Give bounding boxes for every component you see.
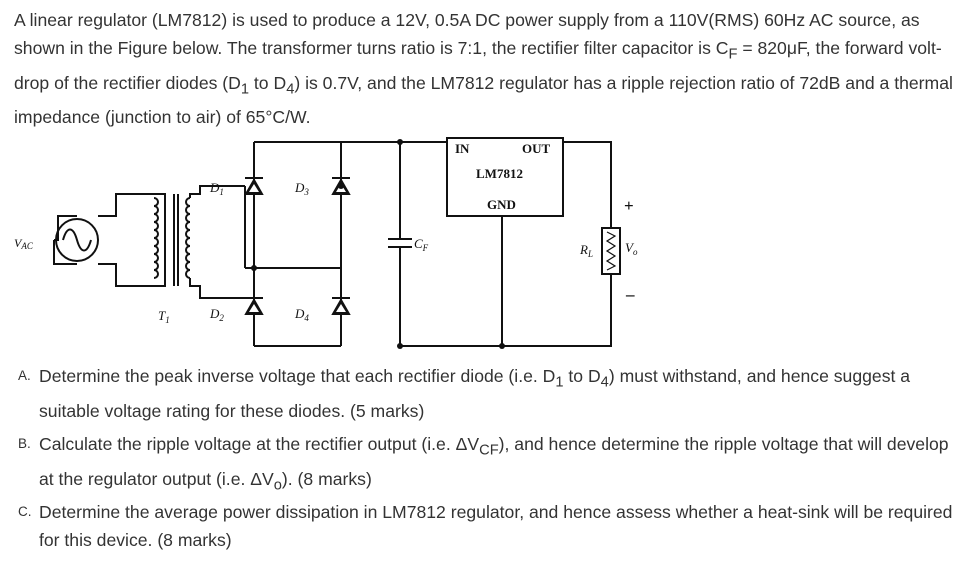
load-resistor: [601, 227, 621, 275]
plus-terminal-label: +: [624, 196, 634, 215]
circuit-diagram: VAC T1 D1 D2 D3 D4 CF IN OUT LM7812 GND …: [14, 137, 638, 349]
sine-wave-icon: [62, 228, 92, 252]
ac-source-symbol: [55, 218, 99, 262]
question-marker: B.: [18, 436, 31, 451]
regulator-box: [446, 137, 564, 217]
load-label: RL: [579, 242, 593, 259]
regulator-in-label: IN: [455, 141, 470, 156]
regulator-out-label: OUT: [522, 141, 551, 156]
question-b: B. Calculate the ripple voltage at the r…: [18, 430, 966, 499]
regulator-gnd-label: GND: [487, 197, 516, 212]
source-wire: [98, 193, 159, 217]
question-marker: C.: [18, 504, 32, 519]
ground-rail: [400, 274, 612, 347]
question-c: C. Determine the average power dissipati…: [18, 498, 966, 554]
diode-d3-label: D3: [294, 180, 309, 197]
question-a: A. Determine the peak inverse voltage th…: [18, 362, 966, 425]
secondary-coil: [185, 197, 191, 279]
output-voltage-label: Vo: [625, 240, 638, 257]
transformer-label: T1: [158, 308, 170, 325]
problem-statement: A linear regulator (LM7812) is used to p…: [14, 10, 953, 128]
minus-terminal-label: –: [625, 285, 635, 304]
diode-d4-label: D4: [294, 306, 309, 323]
capacitor-label: CF: [414, 236, 429, 253]
question-marker: A.: [18, 368, 31, 383]
source-label: VAC: [14, 236, 34, 251]
regulator-name-label: LM7812: [476, 166, 523, 181]
diode-d2-label: D2: [209, 306, 224, 323]
diode-d1-label: D1: [209, 180, 224, 197]
primary-coil: [159, 193, 166, 287]
